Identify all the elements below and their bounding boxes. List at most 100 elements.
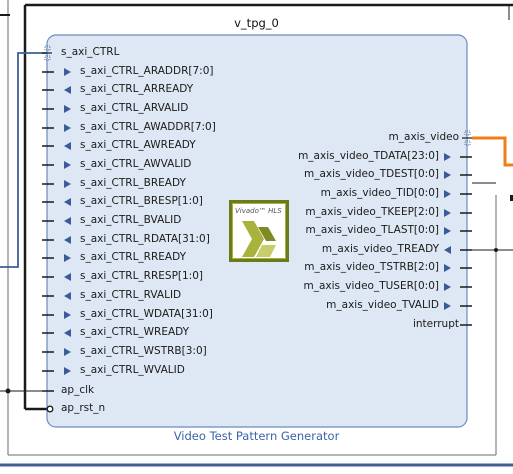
pin-s-axi-ctrl-bresp[interactable]: [42, 198, 71, 206]
input-arrow-icon: [64, 348, 71, 356]
pin-s-axi-ctrl-bvalid[interactable]: [42, 217, 71, 225]
pin-s-axi-ctrl-wvalid[interactable]: [42, 367, 71, 375]
pin-label-m-axis-video-tuser: m_axis_video_TUSER[0:0]: [303, 280, 439, 292]
input-arrow-icon: [64, 367, 71, 375]
output-arrow-icon: [64, 217, 71, 225]
pin-ap-rst-n[interactable]: [46, 405, 54, 413]
pin-label-s-axi-ctrl-rdata: s_axi_CTRL_RDATA[31:0]: [80, 233, 210, 245]
pin-s-axi-ctrl-arvalid[interactable]: [42, 105, 71, 113]
pin-s-axi-ctrl-arready[interactable]: [42, 86, 71, 94]
pin-m-axis-video-tlast[interactable]: [444, 227, 472, 235]
pin-s-axi-ctrl-rvalid[interactable]: [42, 292, 71, 300]
pin-label-m-axis-video-tlast: m_axis_video_TLAST[0:0]: [305, 224, 439, 236]
logo-text: Vivado™ HLS: [235, 207, 282, 215]
input-arrow-icon: [64, 124, 71, 132]
pin-s-axi-ctrl-wready[interactable]: [42, 329, 71, 337]
input-arrow-icon: [64, 311, 71, 319]
bus-plus-icon: [464, 130, 471, 136]
pin-m-axis-video-tdest[interactable]: [444, 171, 472, 179]
input-arrow-icon: [64, 254, 71, 262]
output-arrow-icon: [64, 329, 71, 337]
input-arrow-icon: [64, 68, 71, 76]
pin-s-axi-ctrl-araddr[interactable]: [42, 68, 71, 76]
output-arrow-icon: [64, 142, 71, 150]
pin-m-axis-video[interactable]: [462, 130, 472, 146]
pin-label-s-axi-ctrl-wvalid: s_axi_CTRL_WVALID: [80, 364, 185, 376]
pin-s-axi-ctrl-awvalid[interactable]: [42, 161, 71, 169]
output-arrow-icon: [444, 209, 451, 217]
output-arrow-icon: [444, 190, 451, 198]
pin-m-axis-video-tstrb[interactable]: [444, 264, 472, 272]
pin-label-s-axi-ctrl-arready: s_axi_CTRL_ARREADY: [80, 83, 194, 95]
pin-label-s-axi-ctrl-wstrb: s_axi_CTRL_WSTRB[3:0]: [80, 345, 207, 357]
output-arrow-icon: [64, 86, 71, 94]
pin-m-axis-video-tready[interactable]: [444, 246, 472, 254]
active-low-bubble-icon: [46, 405, 54, 413]
pin-label-ap-clk: ap_clk: [61, 384, 95, 396]
pin-s-axi-ctrl-rdata[interactable]: [42, 236, 71, 244]
ap-clk-junction: [5, 388, 11, 394]
input-arrow-icon: [444, 246, 451, 254]
output-arrow-icon: [64, 198, 71, 206]
pin-label-m-axis-video: m_axis_video: [388, 131, 459, 143]
output-arrow-icon: [444, 302, 451, 310]
pin-m-axis-video-tid[interactable]: [444, 190, 472, 198]
pin-label-m-axis-video-tkeep: m_axis_video_TKEEP[2:0]: [305, 206, 439, 218]
pin-s-axi-ctrl-wstrb[interactable]: [42, 348, 71, 356]
video-stream-wire: [472, 136, 513, 167]
pin-label-s-axi-ctrl-awvalid: s_axi_CTRL_AWVALID: [80, 158, 192, 170]
output-arrow-icon: [444, 171, 451, 179]
pin-label-interrupt: interrupt: [412, 318, 459, 330]
bus-plus-icon: [464, 140, 471, 146]
output-arrow-icon: [444, 153, 451, 161]
block-instance-name: v_tpg_0: [234, 16, 279, 30]
right-pins-group: [444, 130, 472, 326]
pin-label-m-axis-video-tdata: m_axis_video_TDATA[23:0]: [298, 150, 439, 162]
bus-plus-icon: [44, 55, 51, 61]
pin-s-axi-ctrl-wdata[interactable]: [42, 311, 71, 319]
vivado-hls-logo: Vivado™ HLS: [229, 200, 289, 262]
output-arrow-icon: [444, 283, 451, 291]
pin-s-axi-ctrl-awaddr[interactable]: [42, 124, 71, 132]
pin-m-axis-video-tvalid[interactable]: [444, 302, 472, 310]
pin-s-axi-ctrl-rresp[interactable]: [42, 273, 71, 281]
pin-label-s-axi-ctrl: s_axi_CTRL: [61, 46, 120, 58]
pin-label-m-axis-video-tid: m_axis_video_TID[0:0]: [320, 187, 439, 199]
output-arrow-icon: [64, 236, 71, 244]
pin-label-s-axi-ctrl-wdata: s_axi_CTRL_WDATA[31:0]: [80, 308, 213, 320]
pin-label-s-axi-ctrl-bresp: s_axi_CTRL_BRESP[1:0]: [80, 195, 203, 207]
left-pins-group: [42, 45, 71, 413]
output-arrow-icon: [64, 273, 71, 281]
pin-label-s-axi-ctrl-awready: s_axi_CTRL_AWREADY: [80, 139, 196, 151]
pin-label-s-axi-ctrl-bready: s_axi_CTRL_BREADY: [80, 177, 186, 189]
pin-label-m-axis-video-tready: m_axis_video_TREADY: [321, 243, 439, 255]
pin-label-s-axi-ctrl-rresp: s_axi_CTRL_RRESP[1:0]: [80, 270, 203, 282]
output-arrow-icon: [64, 292, 71, 300]
block-ip-title: Video Test Pattern Generator: [173, 429, 340, 443]
pin-label-s-axi-ctrl-rvalid: s_axi_CTRL_RVALID: [80, 289, 182, 301]
offscreen-pin-marker: [510, 195, 513, 201]
pin-s-axi-ctrl[interactable]: [42, 45, 52, 61]
input-arrow-icon: [64, 161, 71, 169]
pin-label-ap-rst-n: ap_rst_n: [61, 402, 106, 414]
pin-label-s-axi-ctrl-rready: s_axi_CTRL_RREADY: [80, 251, 187, 263]
pin-s-axi-ctrl-awready[interactable]: [42, 142, 71, 150]
input-arrow-icon: [64, 180, 71, 188]
tready-junction: [494, 248, 498, 252]
pin-label-s-axi-ctrl-arvalid: s_axi_CTRL_ARVALID: [80, 102, 189, 114]
hls-emblem-icon: [242, 221, 276, 257]
pin-label-m-axis-video-tdest: m_axis_video_TDEST[0:0]: [304, 168, 439, 180]
pin-m-axis-video-tkeep[interactable]: [444, 209, 472, 217]
pin-label-s-axi-ctrl-bvalid: s_axi_CTRL_BVALID: [80, 214, 182, 226]
bus-plus-icon: [44, 45, 51, 51]
pin-label-s-axi-ctrl-wready: s_axi_CTRL_WREADY: [80, 326, 190, 338]
pin-s-axi-ctrl-bready[interactable]: [42, 180, 71, 188]
pin-label-s-axi-ctrl-awaddr: s_axi_CTRL_AWADDR[7:0]: [80, 121, 216, 133]
pin-s-axi-ctrl-rready[interactable]: [42, 254, 71, 262]
output-arrow-icon: [444, 264, 451, 272]
net-wires[interactable]: [0, 52, 513, 411]
pin-m-axis-video-tuser[interactable]: [444, 283, 472, 291]
pin-label-m-axis-video-tstrb: m_axis_video_TSTRB[2:0]: [304, 261, 439, 273]
pin-m-axis-video-tdata[interactable]: [444, 153, 472, 161]
